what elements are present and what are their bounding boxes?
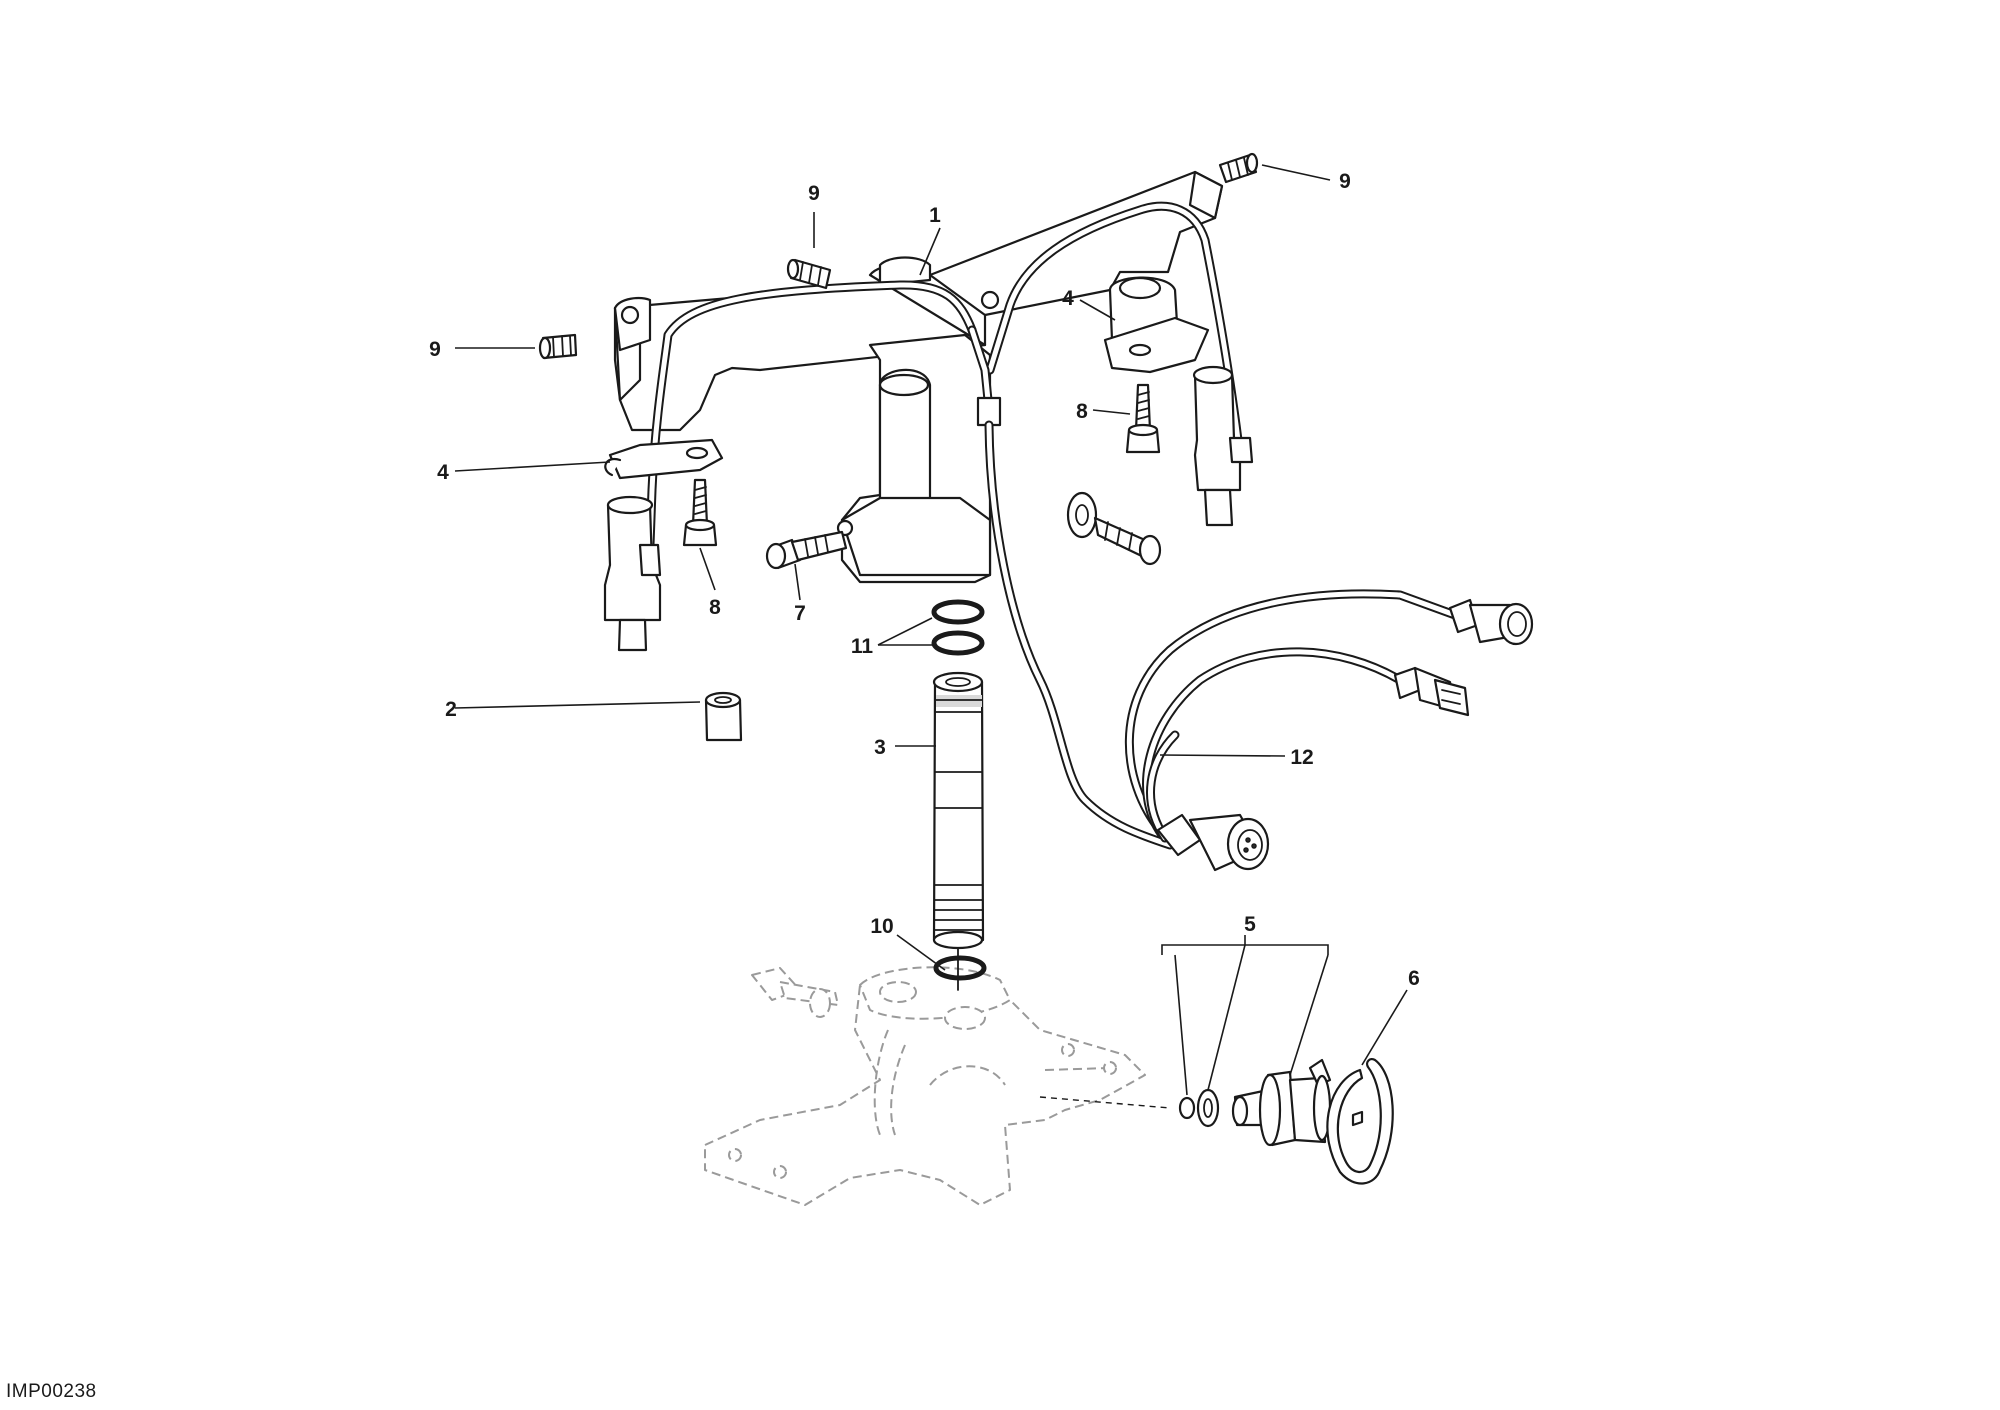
leader-lines — [454, 164, 1408, 1096]
grub-screw-right — [1218, 152, 1259, 184]
callout-8-right: 8 — [1076, 400, 1088, 423]
callout-11: 11 — [851, 635, 874, 658]
callout-9-right: 9 — [1339, 170, 1351, 193]
large-round-connector — [1156, 813, 1270, 872]
callout-9-left: 9 — [429, 338, 441, 361]
callout-3: 3 — [874, 736, 886, 759]
bushing — [704, 691, 743, 742]
right-clamp-screw — [1125, 383, 1161, 454]
callout-2: 2 — [445, 698, 457, 721]
sensor-kit — [1039, 1058, 1332, 1147]
callout-12: 12 — [1290, 746, 1313, 769]
left-clamp — [604, 438, 724, 480]
right-sensor — [1192, 365, 1254, 527]
left-sensor — [603, 495, 662, 652]
base-bracket-ghost — [704, 966, 1146, 1206]
wiring-harness — [645, 201, 1460, 850]
stem-screw — [765, 530, 848, 570]
callout-labels: 1 9 9 9 4 4 8 8 7 11 2 3 12 10 5 6 — [429, 170, 1420, 990]
grub-screw-top — [786, 258, 832, 290]
callout-1: 1 — [929, 204, 941, 227]
grub-screw-left — [538, 333, 578, 360]
callout-7: 7 — [794, 602, 806, 625]
left-clamp-screw — [682, 478, 718, 547]
callout-4-right: 4 — [1062, 287, 1074, 310]
callout-5: 5 — [1244, 913, 1256, 936]
callout-9-top: 9 — [808, 182, 820, 205]
round-connector-top — [1448, 598, 1534, 646]
ghost-screw-washer — [1066, 491, 1162, 566]
callout-6: 6 — [1408, 967, 1420, 990]
pivot-shaft — [932, 671, 985, 991]
o-ring-upper-2 — [931, 630, 985, 656]
o-ring-lower — [933, 955, 987, 981]
callout-4-left: 4 — [437, 461, 449, 484]
callout-10: 10 — [870, 915, 893, 938]
flat-connector — [1393, 666, 1470, 717]
o-ring-upper-1 — [931, 599, 985, 625]
circlip — [1326, 1058, 1394, 1185]
callout-8-left: 8 — [709, 596, 721, 619]
right-clamp — [1103, 316, 1210, 374]
drawing-reference-code: IMP00238 — [6, 1381, 97, 1402]
